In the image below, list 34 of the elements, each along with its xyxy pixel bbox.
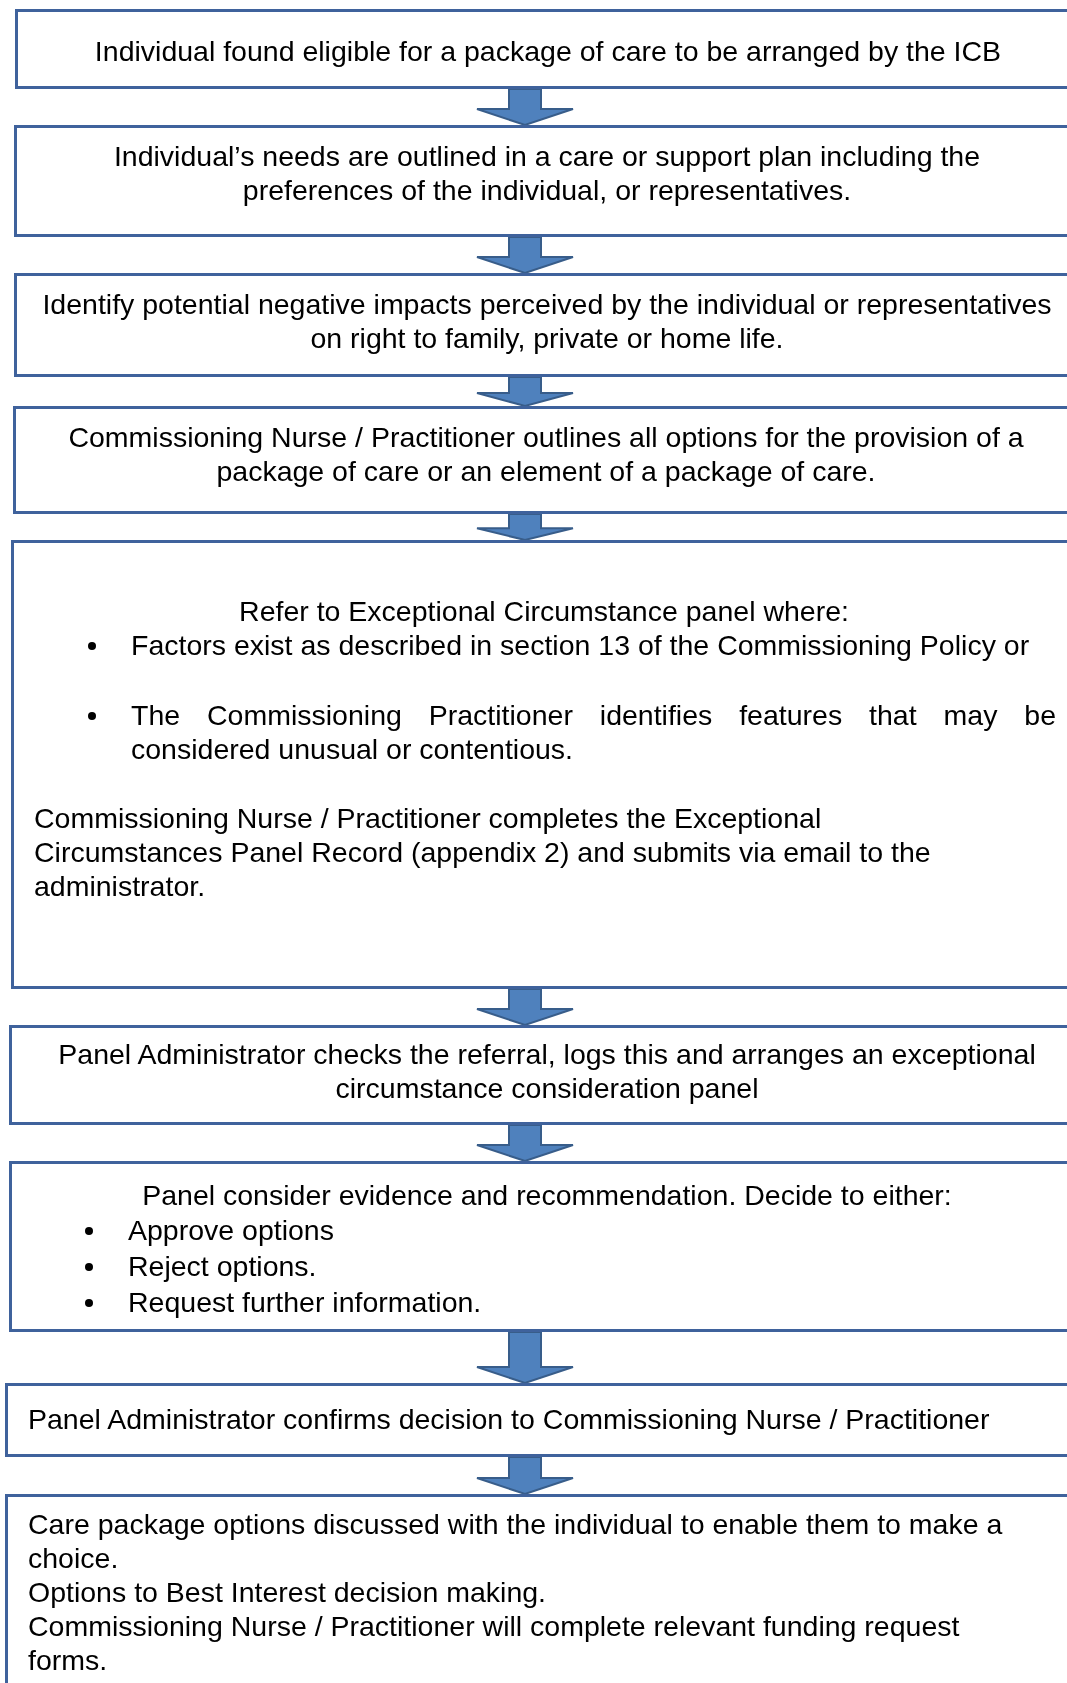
box-text: Individual’s needs are outlined in a care or support plan including the preferences of the individual, or representatives. [112,139,982,207]
block-arrow [476,1456,574,1496]
process-box [13,406,1067,514]
bullet-item: Reject options. [128,1249,318,1283]
bullet-item: Request further information. [128,1285,483,1319]
process-box [9,1161,1067,1332]
process-box [14,273,1067,377]
block-arrow [476,1124,574,1163]
block-arrow [476,513,574,542]
process-box [15,9,1067,89]
block-arrow [476,376,574,408]
block-arrow [476,88,574,127]
block-arrow [476,988,574,1027]
process-box [9,1025,1067,1125]
bullet-item: The Commissioning Practitioner identifies features that may be considered unusual or contentious. [131,698,1056,766]
box-text: Panel consider evidence and recommendation. Decide to either: [141,1178,953,1212]
paragraph-text: Commissioning Nurse / Practitioner will complete relevant funding request forms. [28,1609,961,1677]
process-box [5,1494,1067,1683]
paragraph-text: Panel Administrator confirms decision to Commissioning Nurse / Practitioner [28,1402,991,1436]
box-text: Panel Administrator checks the referral, logs this and arranges an exceptional circumstance consideration panel [57,1037,1037,1105]
box-text: Individual found eligible for a package of care to be arranged by the ICB [93,34,1003,68]
bullet-item: Factors exist as described in section 13 of the Commissioning Policy or [131,628,1031,662]
block-arrow [476,1331,574,1385]
process-box [5,1383,1067,1457]
box-text: Identify potential negative impacts perceived by the individual or representatives on right to family, private or home life. [41,287,1053,355]
bullet-item: Approve options [128,1213,335,1247]
paragraph-text: Options to Best Interest decision making. [28,1575,547,1609]
paragraph-text: Commissioning Nurse / Practitioner completes the Exceptional Circumstances Panel Record (appendix 2) and submits via email to the administrator. [34,801,932,903]
box-text: Commissioning Nurse / Practitioner outlines all options for the provision of a package of care or an element of a package of care. [67,420,1025,488]
block-arrow [476,236,574,275]
process-box [11,540,1067,989]
process-box [14,125,1067,237]
box-text: Refer to Exceptional Circumstance panel where: [238,594,850,628]
paragraph-text: Care package options discussed with the individual to enable them to make a choice. [28,1507,1004,1575]
